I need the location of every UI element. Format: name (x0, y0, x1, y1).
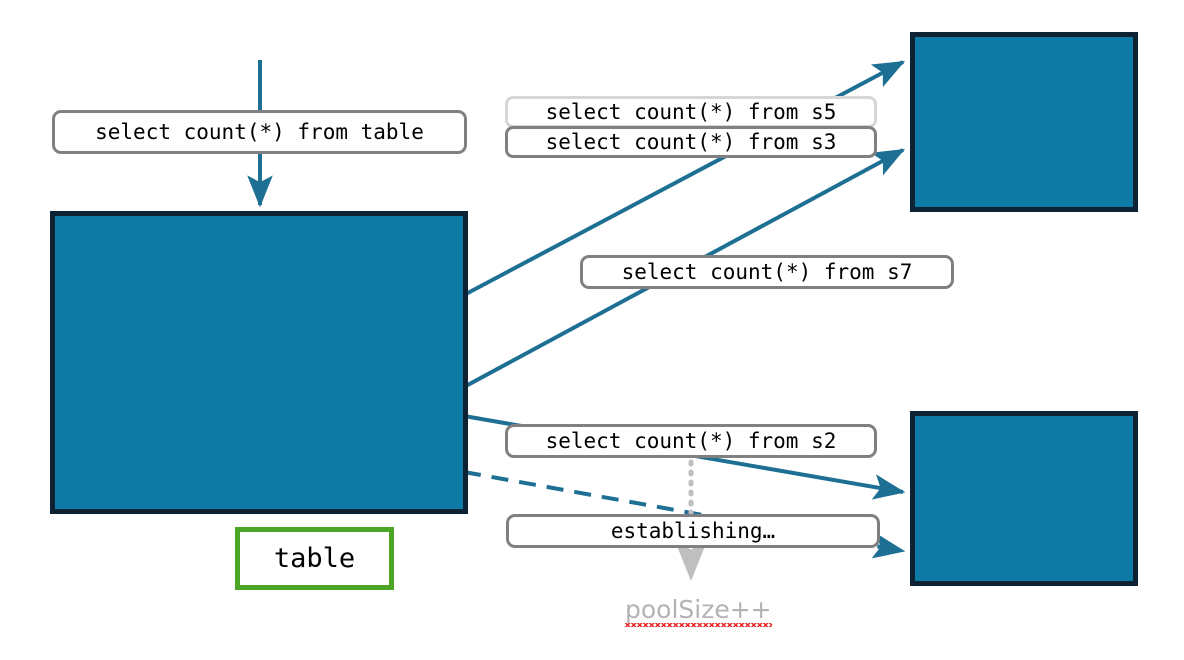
connection-pool-top-panel: s1 s3 s5 s7 (910, 32, 1138, 212)
query-label-from-s3[interactable]: select count(*) from s3 (505, 126, 877, 158)
poolsize-annotation-text: poolSize++ (625, 595, 772, 627)
poolsize-annotation: poolSize++ (625, 595, 772, 624)
query-label-from-s2[interactable]: select count(*) from s2 (505, 424, 877, 458)
node-table[interactable]: table (235, 527, 394, 590)
connection-pool-bottom-panel: s2 s6 s4 (910, 411, 1138, 586)
table-shard-panel: table (50, 211, 468, 590)
query-label-from-table[interactable]: select count(*) from table (52, 110, 467, 154)
status-label-establishing[interactable]: establishing… (506, 514, 880, 548)
query-label-from-s5[interactable]: select count(*) from s5 (505, 96, 877, 128)
query-label-from-s7[interactable]: select count(*) from s7 (580, 255, 954, 289)
